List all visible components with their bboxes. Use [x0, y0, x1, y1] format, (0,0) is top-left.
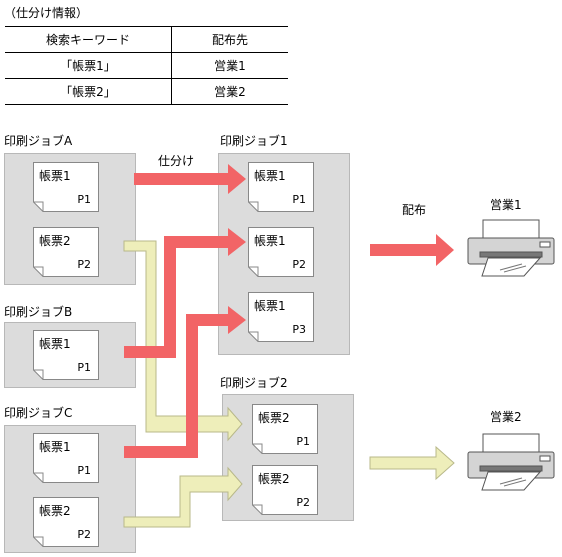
sort-label: 仕分け — [158, 154, 195, 168]
job-a-title: 印刷ジョブA — [4, 134, 73, 148]
document-name: 帳票1 — [39, 440, 71, 454]
arrow-distribute-2 — [369, 445, 455, 481]
job-b-title: 印刷ジョブB — [4, 305, 73, 319]
table-row: 「帳票1」 営業1 — [5, 52, 288, 79]
rule-table-title: （仕分け情報） — [4, 6, 89, 20]
document: 帳票2 P2 — [252, 465, 318, 515]
document-name: 帳票1 — [39, 337, 71, 351]
document: 帳票2 P2 — [33, 497, 99, 547]
document-name: 帳票1 — [254, 299, 286, 313]
table-cell-dest: 営業1 — [214, 59, 246, 73]
document-page: P1 — [77, 193, 91, 206]
job-2-title: 印刷ジョブ2 — [220, 376, 288, 390]
document: 帳票1 P1 — [33, 162, 99, 212]
document-icon — [33, 227, 99, 277]
table-cell-dest: 営業2 — [214, 85, 246, 99]
table-cell-keyword: 「帳票2」 — [5, 78, 172, 105]
document-name: 帳票2 — [258, 472, 290, 486]
table-cell-keyword: 「帳票1」 — [5, 52, 172, 79]
job-c-title: 印刷ジョブC — [4, 406, 73, 420]
document-page: P3 — [292, 323, 306, 336]
arrow-c-doc2-to-job2 — [123, 466, 243, 528]
document-icon — [33, 433, 99, 483]
table-header-row: 検索キーワード 配布先 — [5, 26, 288, 53]
document-icon — [33, 330, 99, 380]
red-flow-arrows — [124, 164, 454, 458]
document: 帳票1 P2 — [248, 227, 314, 277]
document-name: 帳票2 — [258, 411, 290, 425]
document: 帳票1 P1 — [33, 433, 99, 483]
yellow-flow-arrows — [123, 240, 455, 528]
document-icon — [248, 162, 314, 212]
document-page: P1 — [77, 361, 91, 374]
document: 帳票1 P1 — [248, 162, 314, 212]
arrow-a-doc1-to-job1 — [134, 164, 246, 194]
arrow-b-doc1-to-job1 — [124, 228, 246, 358]
job-1-title: 印刷ジョブ1 — [220, 134, 288, 148]
document-name: 帳票1 — [254, 234, 286, 248]
document-page: P2 — [292, 258, 306, 271]
table-header-keyword: 検索キーワード — [5, 26, 172, 53]
printer-icon — [467, 433, 555, 491]
document-icon — [33, 162, 99, 212]
document-icon — [248, 292, 314, 342]
document-page: P1 — [77, 464, 91, 477]
document-icon — [252, 404, 318, 454]
document-page: P2 — [77, 528, 91, 541]
arrow-distribute-1 — [370, 234, 454, 266]
document-page: P2 — [296, 496, 310, 509]
distribute-label: 配布 — [402, 203, 427, 217]
document: 帳票1 P1 — [33, 330, 99, 380]
document: 帳票1 P3 — [248, 292, 314, 342]
document-page: P1 — [296, 435, 310, 448]
document-icon — [33, 497, 99, 547]
document-name: 帳票2 — [39, 234, 71, 248]
document-page: P1 — [292, 193, 306, 206]
rule-table: 検索キーワード 配布先 「帳票1」 営業1 「帳票2」 営業2 — [5, 26, 288, 105]
arrow-c-doc1-to-job1 — [124, 306, 246, 458]
document-name: 帳票1 — [39, 169, 71, 183]
arrow-a-doc2-to-job2 — [123, 240, 243, 442]
document: 帳票2 P2 — [33, 227, 99, 277]
printer-2-label: 営業2 — [490, 410, 522, 424]
document: 帳票2 P1 — [252, 404, 318, 454]
table-row: 「帳票2」 営業2 — [5, 78, 288, 105]
document-icon — [252, 465, 318, 515]
document-icon — [248, 227, 314, 277]
table-header-dest: 配布先 — [211, 33, 248, 47]
document-page: P2 — [77, 258, 91, 271]
document-name: 帳票2 — [39, 504, 71, 518]
printer-icon — [467, 219, 555, 277]
printer-1-label: 営業1 — [490, 198, 522, 212]
document-name: 帳票1 — [254, 169, 286, 183]
